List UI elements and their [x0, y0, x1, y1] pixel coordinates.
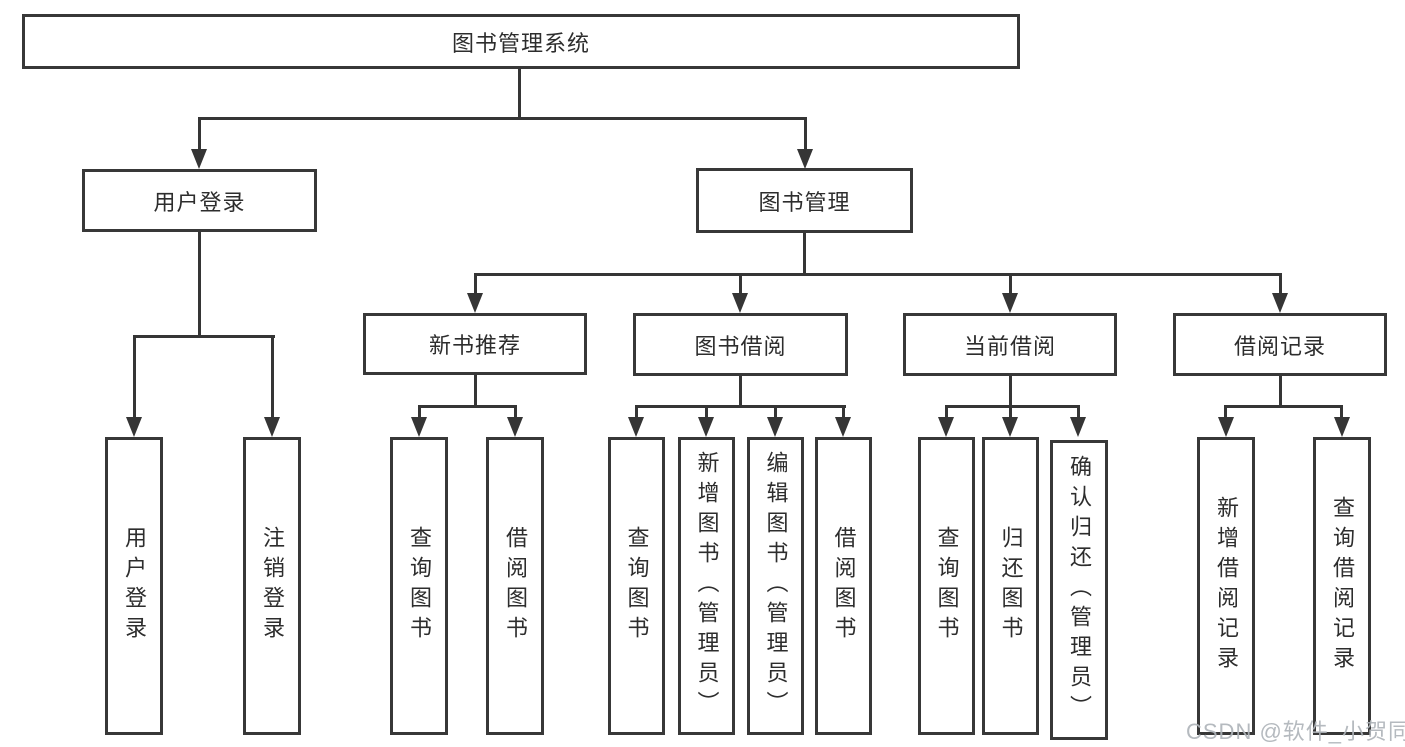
- connector-line: [1279, 273, 1282, 295]
- connector-line: [198, 117, 807, 120]
- connector-line: [804, 117, 807, 149]
- leaf-edit-book-admin: 编辑图书（管理员）: [747, 437, 804, 735]
- connector-line: [774, 405, 777, 419]
- arrow-down-icon: [797, 149, 813, 169]
- arrow-down-icon: [411, 417, 427, 437]
- arrow-down-icon: [698, 417, 714, 437]
- arrow-down-icon: [1218, 417, 1234, 437]
- connector-line: [133, 335, 136, 417]
- leaf-borrow-books-borrowing: 借阅图书: [815, 437, 872, 735]
- arrow-down-icon: [507, 417, 523, 437]
- connector-line: [418, 405, 517, 408]
- arrow-down-icon: [1334, 417, 1350, 437]
- leaf-query-books-recommend: 查询图书: [390, 437, 448, 735]
- connector-line: [1224, 405, 1227, 419]
- connector-line: [1009, 376, 1012, 408]
- arrow-down-icon: [628, 417, 644, 437]
- connector-line: [945, 405, 1080, 408]
- arrow-down-icon: [835, 417, 851, 437]
- node-borrowing-records: 借阅记录: [1173, 313, 1387, 376]
- arrow-down-icon: [191, 149, 207, 169]
- arrow-down-icon: [126, 417, 142, 437]
- arrow-down-icon: [1002, 293, 1018, 313]
- node-library-system: 图书管理系统: [22, 14, 1020, 69]
- node-book-borrowing: 图书借阅: [633, 313, 848, 376]
- arrow-down-icon: [767, 417, 783, 437]
- connector-line: [518, 69, 521, 118]
- arrow-down-icon: [1002, 417, 1018, 437]
- node-current-borrowing: 当前借阅: [903, 313, 1117, 376]
- connector-line: [705, 405, 708, 419]
- connector-line: [133, 335, 275, 338]
- connector-line: [739, 376, 742, 408]
- arrow-down-icon: [467, 293, 483, 313]
- connector-line: [418, 405, 421, 419]
- connector-line: [474, 273, 1282, 276]
- leaf-borrow-books-recommend: 借阅图书: [486, 437, 544, 735]
- arrow-down-icon: [264, 417, 280, 437]
- leaf-return-books: 归还图书: [982, 437, 1039, 735]
- connector-line: [945, 405, 948, 419]
- connector-line: [1009, 405, 1012, 419]
- connector-line: [635, 405, 846, 408]
- leaf-add-borrow-record: 新增借阅记录: [1197, 437, 1255, 735]
- connector-line: [198, 117, 201, 149]
- connector-line: [1009, 273, 1012, 295]
- leaf-query-borrow-record: 查询借阅记录: [1313, 437, 1371, 735]
- arrow-down-icon: [938, 417, 954, 437]
- connector-line: [1340, 405, 1343, 419]
- leaf-query-books-current: 查询图书: [918, 437, 975, 735]
- connector-line: [1224, 405, 1343, 408]
- leaf-confirm-return-admin: 确认归还（管理员）: [1050, 440, 1108, 740]
- connector-line: [474, 273, 477, 295]
- node-book-management: 图书管理: [696, 168, 913, 233]
- connector-line: [739, 273, 742, 295]
- arrow-down-icon: [1272, 293, 1288, 313]
- leaf-query-books-borrowing: 查询图书: [608, 437, 665, 735]
- connector-line: [514, 405, 517, 419]
- connector-line: [842, 405, 845, 419]
- arrow-down-icon: [1070, 417, 1086, 437]
- connector-line: [271, 335, 274, 417]
- connector-line: [474, 375, 477, 408]
- connector-line: [1077, 405, 1080, 419]
- csdn-watermark: CSDN @软件_小贺同学: [1186, 719, 1405, 744]
- connector-line: [803, 233, 806, 276]
- connector-line: [198, 232, 201, 337]
- node-user-login: 用户登录: [82, 169, 317, 232]
- connector-line: [1279, 376, 1282, 408]
- arrow-down-icon: [732, 293, 748, 313]
- connector-line: [635, 405, 638, 419]
- leaf-add-book-admin: 新增图书（管理员）: [678, 437, 735, 735]
- leaf-user-login: 用户登录: [105, 437, 163, 735]
- leaf-logout: 注销登录: [243, 437, 301, 735]
- node-new-book-recommend: 新书推荐: [363, 313, 587, 375]
